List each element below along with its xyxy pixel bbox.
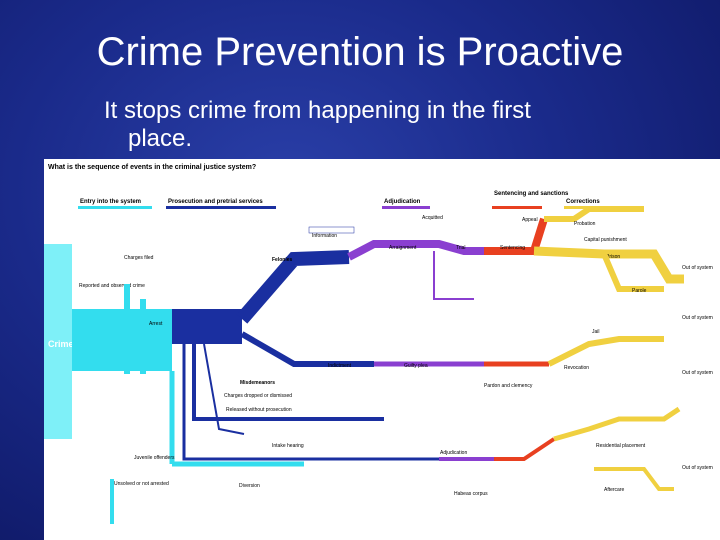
unsolved-label: Unsolved or not arrested xyxy=(114,481,169,487)
out-of-system-1: Out of system xyxy=(682,265,713,271)
aftercare-flow xyxy=(594,467,674,491)
subtitle-line-1: It stops crime from happening in the fir… xyxy=(104,97,531,124)
prison-flow xyxy=(533,246,684,284)
slide-subtitle: It stops crime from happening in the fir… xyxy=(104,97,624,153)
information-label: Information xyxy=(312,233,337,239)
appeal-label: Appeal xyxy=(522,217,538,223)
criminal-justice-flow-diagram: What is the sequence of events in the cr… xyxy=(44,159,720,540)
released-label: Released without prosecution xyxy=(226,407,292,413)
pardon-label: Pardon and clemency xyxy=(484,383,533,389)
adjudication-label: Adjudication xyxy=(440,450,467,456)
aftercare-label: Aftercare xyxy=(604,487,625,493)
entry-branch-2 xyxy=(140,299,146,374)
revocation-label: Revocation xyxy=(564,365,589,371)
felony-flow xyxy=(236,250,350,324)
indictment-label: Indictment xyxy=(328,363,352,369)
subtitle-line-2: place. xyxy=(128,125,193,152)
habeas-label: Habeas corpus xyxy=(454,491,488,497)
residential-flow xyxy=(553,406,681,442)
prison-label: Prison xyxy=(606,254,620,260)
unsolved-flow xyxy=(110,479,114,524)
stage-prosecution-label: Prosecution and pretrial services xyxy=(168,199,263,205)
out-of-system-4: Out of system xyxy=(682,465,713,471)
stage-corrections-bar xyxy=(564,206,606,209)
misdemeanors-label: Misdemeanors xyxy=(240,380,275,386)
guilty-plea-label: Guilty plea xyxy=(404,363,428,369)
sentencing-juvenile-flow xyxy=(494,437,556,461)
probation-label: Probation xyxy=(574,221,596,227)
jail-label: Jail xyxy=(592,329,600,335)
stage-corrections-label: Corrections xyxy=(566,199,600,205)
crime-block xyxy=(44,244,72,439)
acquitted-flow xyxy=(433,251,474,300)
out-of-system-3: Out of system xyxy=(682,370,713,376)
diversion-label: Diversion xyxy=(239,483,260,489)
diversion-flow xyxy=(203,343,245,435)
juvenile-label: Juvenile offenders xyxy=(134,455,175,461)
charges-label: Charges filed xyxy=(124,255,154,261)
information-box xyxy=(308,226,355,234)
slide-title: Crime Prevention is Proactive xyxy=(96,30,624,74)
stage-entry-label: Entry into the system xyxy=(80,199,141,205)
intake-label: Intake hearing xyxy=(272,443,304,449)
prosecution-main-flow xyxy=(172,309,242,344)
stage-entry-bar xyxy=(78,206,152,209)
page-number: 11 xyxy=(666,510,680,525)
parole-flow xyxy=(601,252,664,292)
trial-label: Trial xyxy=(456,245,466,251)
out-of-system-2: Out of system xyxy=(682,315,713,321)
stage-adjudication-label: Adjudication xyxy=(384,199,421,205)
adjudication-felony-flow xyxy=(347,240,484,261)
acquitted-label: Acquitted xyxy=(422,215,443,221)
stage-prosecution-bar xyxy=(166,206,276,209)
capital-label: Capital punishment xyxy=(584,237,627,243)
diagram-heading: What is the sequence of events in the cr… xyxy=(48,164,256,171)
arrest-label: Arrest xyxy=(149,321,163,327)
sentencing-label: Sentencing xyxy=(500,245,525,251)
reported-label: Reported and observed crime xyxy=(79,283,145,289)
arraignment-label: Arraignment xyxy=(389,245,417,251)
jail-flow xyxy=(547,336,664,367)
stage-adjudication-bar xyxy=(382,206,430,209)
misdemeanor-flow xyxy=(240,331,374,367)
intake-flow xyxy=(182,344,439,461)
charges-dropped-label: Charges dropped or dismissed xyxy=(224,393,292,399)
stage-sentencing-label: Sentencing and sanctions xyxy=(494,191,569,197)
probation-flow xyxy=(544,206,644,222)
residential-label: Residential placement xyxy=(596,443,646,449)
released-flow xyxy=(192,344,384,421)
entry-flow xyxy=(72,309,172,371)
stage-sentencing-bar xyxy=(492,206,542,209)
crime-label: Crime xyxy=(48,339,74,349)
entry-branch-1 xyxy=(124,284,130,374)
parole-label: Parole xyxy=(632,288,647,294)
flow-diagram-svg: What is the sequence of events in the cr… xyxy=(44,164,713,524)
reported-label-box xyxy=(78,277,118,309)
felonies-label: Felonies xyxy=(272,257,293,263)
